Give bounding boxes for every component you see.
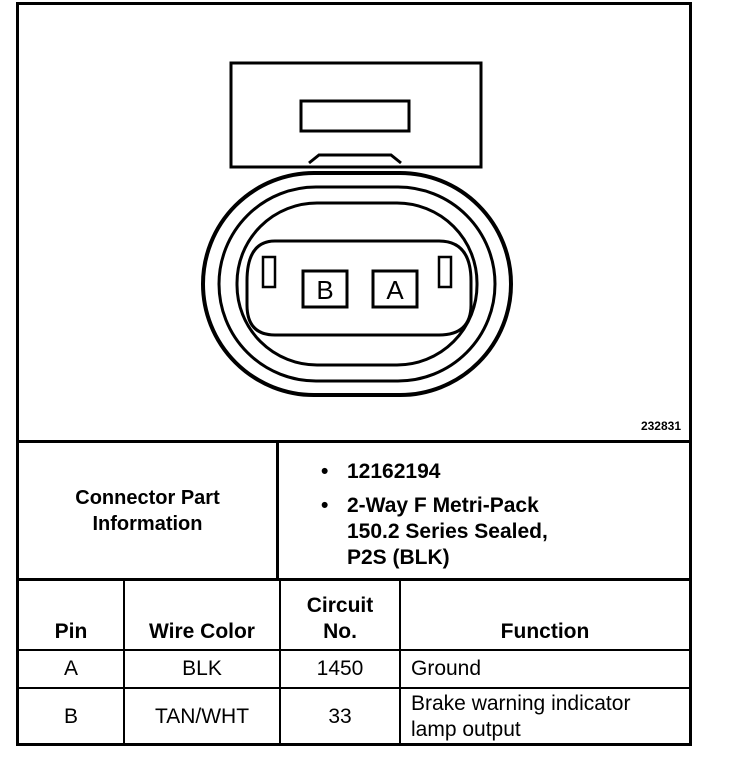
cell-function-line1: Brake warning indicator <box>411 692 631 715</box>
header-circuit: Circuit No. <box>279 581 401 651</box>
connector-body-inner <box>235 201 479 367</box>
connector-sheet: B A 232831 Connector Part Information • … <box>16 2 692 746</box>
info-line: P2S (BLK) <box>347 546 450 569</box>
connector-info-section: Connector Part Information • 12162194 • … <box>19 443 689 581</box>
bullet-icon: • <box>321 460 329 483</box>
header-circuit-line2: No. <box>323 620 357 643</box>
info-line: 2-Way F Metri-Pack <box>347 494 539 517</box>
latch-window <box>299 99 411 133</box>
table-row: B TAN/WHT 33 Brake warning indicator lam… <box>19 687 689 745</box>
cell-pin: B <box>19 687 125 745</box>
info-line: 12162194 <box>347 460 441 483</box>
cell-wire-color: TAN/WHT <box>123 687 281 745</box>
bullet-icon: • <box>321 494 329 517</box>
pin-table: Pin Wire Color Circuit No. Function A BL… <box>19 581 689 745</box>
cell-pin: A <box>19 649 125 689</box>
header-pin: Pin <box>19 581 125 651</box>
header-function: Function <box>399 581 689 651</box>
cell-circuit: 1450 <box>279 649 401 689</box>
info-item-description: • 2-Way F Metri-Pack 150.2 Series Sealed… <box>317 493 548 571</box>
latch-ramp <box>308 153 402 165</box>
figure-number: 232831 <box>640 419 681 433</box>
connector-info-label-line2: Information <box>92 512 203 535</box>
pin-b-label: B <box>316 275 333 305</box>
pin-b-box <box>301 269 349 309</box>
connector-info-label: Connector Part Information <box>19 443 279 578</box>
pin-a-label: A <box>386 275 404 305</box>
cell-wire-color: BLK <box>123 649 281 689</box>
header-wire-color: Wire Color <box>123 581 281 651</box>
cavity-key-left <box>261 255 277 289</box>
cavity-key-right <box>437 255 453 289</box>
table-row: A BLK 1450 Ground <box>19 649 689 689</box>
cell-function: Ground <box>399 649 689 689</box>
table-header-row: Pin Wire Color Circuit No. Function <box>19 581 689 651</box>
connector-drawing: B A <box>201 61 513 397</box>
cell-function-line2: lamp output <box>411 718 521 741</box>
pin-a-box <box>371 269 419 309</box>
header-circuit-line1: Circuit <box>306 594 374 617</box>
cell-circuit: 33 <box>279 687 401 745</box>
connector-info-label-line1: Connector Part <box>75 486 220 509</box>
terminal-cavity <box>245 239 473 337</box>
connector-figure: B A 232831 <box>19 5 689 443</box>
info-item-part-number: • 12162194 <box>317 459 548 485</box>
connector-info-list: • 12162194 • 2-Way F Metri-Pack 150.2 Se… <box>317 459 548 579</box>
info-line: 150.2 Series Sealed, <box>347 520 548 543</box>
connector-body-seal <box>217 185 497 383</box>
cell-function: Brake warning indicator lamp output <box>399 687 689 745</box>
